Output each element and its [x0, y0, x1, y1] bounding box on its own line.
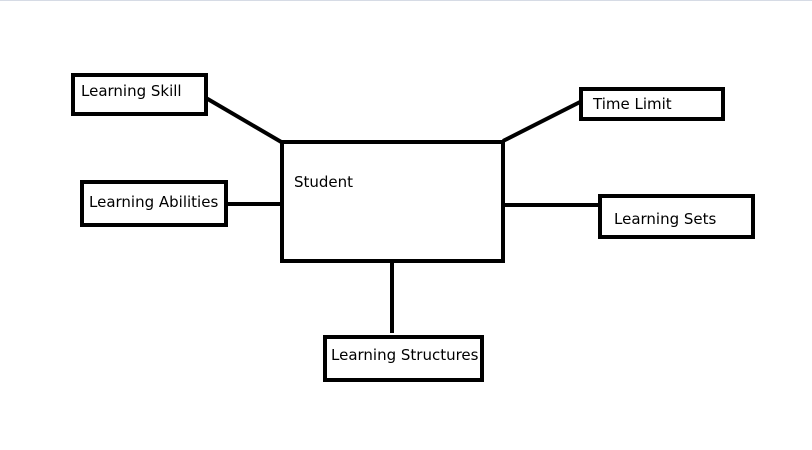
window-top-border	[0, 0, 812, 1]
node-learning-abilities-label: Learning Abilities	[89, 193, 219, 211]
node-learning-skill-label: Learning Skill	[81, 82, 182, 100]
node-time-limit-label: Time Limit	[593, 95, 672, 113]
node-learning-sets: Learning Sets	[598, 194, 755, 239]
node-learning-abilities: Learning Abilities	[80, 180, 228, 227]
node-learning-structures: Learning Structures	[323, 335, 484, 382]
connector-time-limit	[502, 99, 583, 143]
central-node-student: Student	[280, 140, 505, 263]
node-learning-sets-label: Learning Sets	[614, 210, 717, 228]
node-time-limit: Time Limit	[579, 87, 725, 121]
node-learning-structures-label: Learning Structures	[331, 346, 479, 364]
node-learning-skill: Learning Skill	[71, 73, 208, 116]
connector-learning-skill	[204, 96, 285, 145]
central-node-label: Student	[294, 173, 354, 191]
